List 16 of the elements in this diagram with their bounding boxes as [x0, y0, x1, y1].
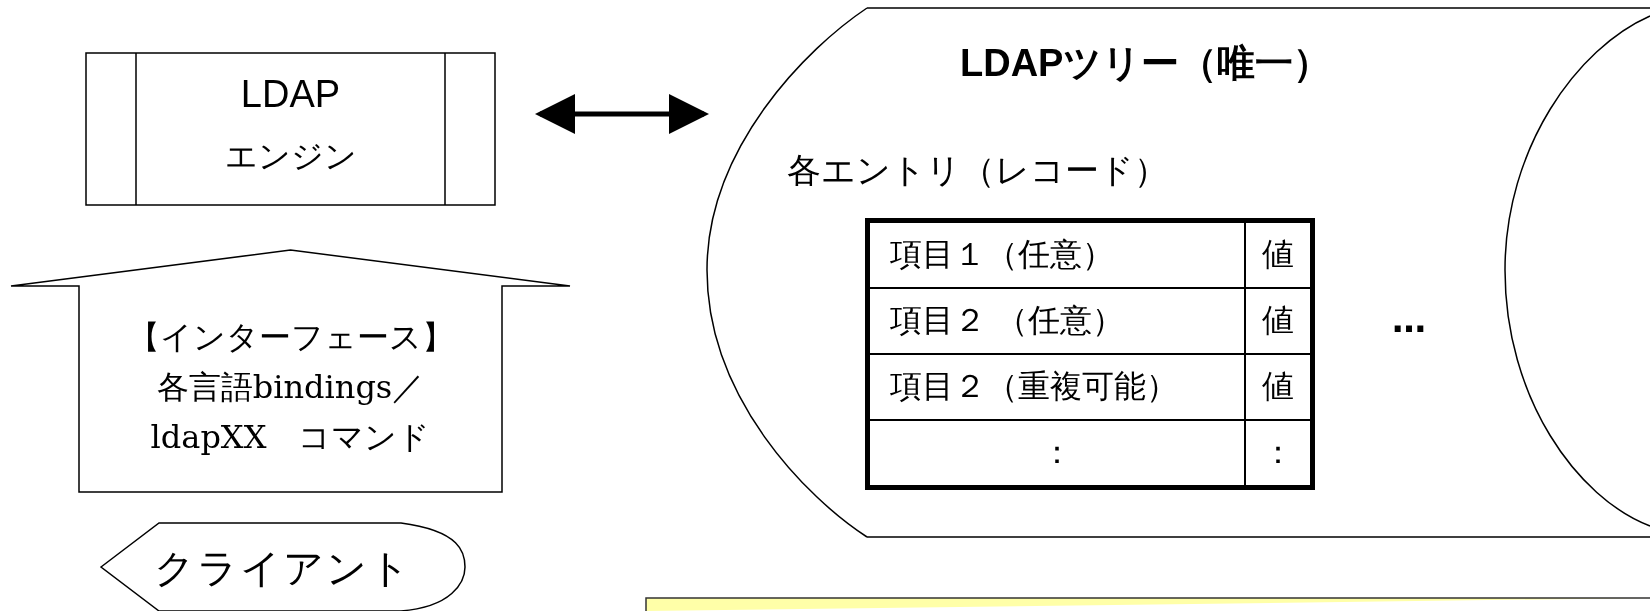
- double-arrow: [535, 94, 709, 134]
- block-arrow: [10, 249, 571, 493]
- box-text: エンジン: [223, 136, 358, 177]
- client-display-shape: [101, 523, 465, 611]
- table-cell: 項目２ （任意）: [867, 288, 1245, 354]
- edge-label: 【インターフェース】各言語bindings／ldapXX コマンド: [126, 317, 455, 458]
- cylinder-title: LDAPツリー（唯一）: [960, 41, 1332, 86]
- database-cylinder: [707, 8, 1650, 537]
- shape-text: クライアント: [153, 544, 413, 593]
- note-box: [645, 597, 1650, 611]
- ellipsis-text: …: [1392, 300, 1426, 340]
- table-cell: 項目２（重複可能）: [867, 354, 1245, 420]
- box-title: LDAP: [239, 73, 342, 116]
- process-box: [86, 53, 495, 205]
- cylinder-text: 各エントリ（レコード）: [787, 149, 1168, 192]
- table-cell: 項目１（任意）: [867, 220, 1245, 288]
